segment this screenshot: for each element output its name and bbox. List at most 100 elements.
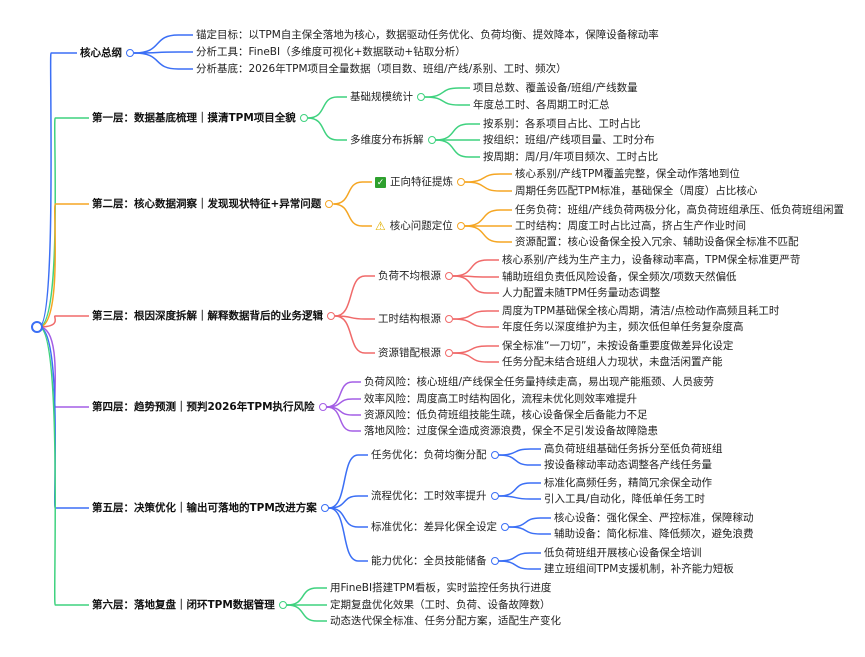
connector-line xyxy=(328,454,368,509)
sub-node-label: 负荷不均根源 xyxy=(378,270,441,282)
connector-line xyxy=(334,315,375,354)
leaf-node[interactable]: 资源配置：核心设备保全投入冗余、辅助设备保全标准不匹配 xyxy=(515,236,799,248)
connector-line xyxy=(38,117,89,328)
collapse-toggle[interactable] xyxy=(427,136,436,144)
leaf-node[interactable]: 定期复盘优化效果（工时、负荷、设备故障数） xyxy=(330,599,551,611)
sub-node[interactable]: ⚠核心问题定位 xyxy=(375,219,465,233)
connector-line xyxy=(452,318,499,328)
leaf-node[interactable]: 资源风险：低负荷班组技能生疏，核心设备保全后备能力不足 xyxy=(364,409,648,421)
collapse-toggle[interactable] xyxy=(318,403,327,411)
leaf-node[interactable]: 动态迭代保全标准、任务分配方案，适配生产变化 xyxy=(330,615,561,627)
sub-node[interactable]: 多维度分布拆解 xyxy=(350,133,436,147)
connector-line xyxy=(38,326,89,509)
branch-core-summary[interactable]: 核心总纲 xyxy=(80,46,134,60)
connector-line xyxy=(333,203,372,227)
connector-line xyxy=(334,275,375,317)
branch-layer-5[interactable]: 第五层：决策优化｜输出可落地的TPM改进方案 xyxy=(92,501,329,515)
leaf-node[interactable]: 核心设备：强化保全、严控标准，保障稼动 xyxy=(554,512,754,524)
leaf-node[interactable]: 负荷风险：核心班组/产线保全任务量持续走高，易出现产能瓶颈、人员疲劳 xyxy=(364,376,715,388)
collapse-toggle[interactable] xyxy=(445,272,453,280)
connector-line xyxy=(498,448,541,456)
leaf-node[interactable]: 高负荷班组基础任务拆分至低负荷班组 xyxy=(544,443,723,455)
collapse-toggle[interactable] xyxy=(445,315,453,323)
connector-line xyxy=(452,310,499,320)
collapse-toggle[interactable] xyxy=(457,178,465,186)
leaf-node[interactable]: 按周期：周/月/年项目频次、工时占比 xyxy=(483,151,659,163)
sub-node[interactable]: 基础规模统计 xyxy=(350,90,425,104)
collapse-toggle[interactable] xyxy=(490,451,499,459)
leaf-node[interactable]: 落地风险：过度保全造成资源浪费，保全不足引发设备故障隐患 xyxy=(364,425,658,437)
connector-line xyxy=(498,454,541,466)
root-node[interactable] xyxy=(31,321,43,333)
sub-node[interactable]: 流程优化：工时效率提升 xyxy=(371,489,499,503)
leaf-node[interactable]: 按设备稼动率动态调整各产线任务量 xyxy=(544,459,712,471)
sub-node-label: 资源错配根源 xyxy=(378,347,441,359)
branch-label: 第一层：数据基底梳理｜摸清TPM项目全貌 xyxy=(92,112,296,124)
sub-node[interactable]: 工时结构根源 xyxy=(378,312,453,326)
leaf-node[interactable]: 辅助班组负责低风险设备，保全频次/项数天然偏低 xyxy=(502,271,737,283)
leaf-node[interactable]: 分析基底：2026年TPM项目全量数据（项目数、班组/产线/系别、工时、频次） xyxy=(196,63,567,75)
connector-line xyxy=(334,315,375,320)
leaf-node[interactable]: 按系别：各系项目占比、工时占比 xyxy=(483,118,641,130)
branch-label: 核心总纲 xyxy=(80,47,122,59)
collapse-toggle[interactable] xyxy=(325,200,334,208)
leaf-node[interactable]: 用FineBI搭建TPM看板，实时监控任务执行进度 xyxy=(330,582,552,594)
connector-line xyxy=(333,181,372,205)
collapse-toggle[interactable] xyxy=(299,114,308,122)
connector-line xyxy=(464,225,512,243)
leaf-node[interactable]: 周期任务匹配TPM标准，基础保全（周度）占比核心 xyxy=(515,185,758,197)
collapse-toggle[interactable] xyxy=(501,523,509,531)
leaf-node[interactable]: 低负荷班组开展核心设备保全培训 xyxy=(544,547,702,559)
collapse-toggle[interactable] xyxy=(445,349,453,357)
leaf-node[interactable]: 任务负荷：班组/产线负荷两极分化，高负荷班组承压、低负荷班组闲置 xyxy=(515,204,845,216)
connector-line xyxy=(452,352,499,363)
leaf-node[interactable]: 核心系别/产线TPM覆盖完整，保全动作落地到位 xyxy=(515,168,740,180)
collapse-toggle[interactable] xyxy=(490,492,499,500)
leaf-node[interactable]: 锚定目标：以TPM自主保全落地为核心，数据驱动任务优化、负荷均衡、提效降本，保障… xyxy=(196,29,659,41)
leaf-node[interactable]: 项目总数、覆盖设备/班组/产线数量 xyxy=(473,82,638,94)
collapse-toggle[interactable] xyxy=(327,312,335,320)
leaf-node[interactable]: 年度总工时、各周期工时汇总 xyxy=(473,99,610,111)
collapse-toggle[interactable] xyxy=(278,601,287,609)
sub-node[interactable]: ✓正向特征提炼 xyxy=(375,175,465,189)
collapse-toggle[interactable] xyxy=(126,49,134,57)
sub-node[interactable]: 资源错配根源 xyxy=(378,346,453,360)
leaf-node[interactable]: 标准化高频任务，精简冗余保全动作 xyxy=(544,477,712,489)
branch-layer-1[interactable]: 第一层：数据基底梳理｜摸清TPM项目全貌 xyxy=(92,111,308,125)
branch-layer-4[interactable]: 第四层：趋势预测｜预判2026年TPM执行风险 xyxy=(92,400,327,414)
leaf-node[interactable]: 任务分配未结合班组人力现状，未盘活闲置产能 xyxy=(502,356,723,368)
leaf-node[interactable]: 年度任务以深度维护为主，频次低但单任务复杂度高 xyxy=(502,321,744,333)
leaf-node[interactable]: 按组织：班组/产线项目量、工时分布 xyxy=(483,134,655,146)
connector-line xyxy=(326,381,361,408)
branch-layer-3[interactable]: 第三层：根因深度拆解｜解释数据背后的业务逻辑 xyxy=(92,309,335,323)
leaf-node[interactable]: 保全标准“一刀切”，未按设备重要度做差异化设定 xyxy=(502,340,734,352)
sub-node[interactable]: 任务优化：负荷均衡分配 xyxy=(371,448,499,462)
connector-line xyxy=(328,495,368,509)
leaf-node[interactable]: 引入工具/自动化，降低单任务工时 xyxy=(544,493,706,505)
collapse-toggle[interactable] xyxy=(456,222,465,230)
connector-line xyxy=(424,96,470,106)
sub-node-label: 标准优化：差异化保全设定 xyxy=(371,521,497,533)
warning-icon: ⚠ xyxy=(375,219,386,233)
connector-line xyxy=(498,495,541,500)
collapse-toggle[interactable] xyxy=(490,557,499,565)
collapse-toggle[interactable] xyxy=(320,504,329,512)
leaf-node[interactable]: 效率风险：周度高工时结构固化，流程未优化则效率难提升 xyxy=(364,393,637,405)
connector-line xyxy=(435,123,480,141)
collapse-toggle[interactable] xyxy=(417,93,425,101)
sub-node[interactable]: 能力优化：全员技能储备 xyxy=(371,554,499,568)
leaf-node[interactable]: 工时结构：周度工时占比过高，挤占生产作业时间 xyxy=(515,220,746,232)
leaf-node[interactable]: 分析工具：FineBI（多维度可视化+数据联动+钻取分析） xyxy=(196,46,466,58)
connector-line xyxy=(133,52,193,70)
leaf-node[interactable]: 建立班组间TPM支援机制，补齐能力短板 xyxy=(544,563,734,575)
leaf-node[interactable]: 人力配置未随TPM任务量动态调整 xyxy=(502,287,661,299)
sub-node[interactable]: 标准优化：差异化保全设定 xyxy=(371,520,509,534)
sub-node[interactable]: 负荷不均根源 xyxy=(378,269,453,283)
leaf-node[interactable]: 核心系别/产线为生产主力，设备稼动率高，TPM保全标准更严苛 xyxy=(502,254,801,266)
branch-layer-2[interactable]: 第二层：核心数据洞察｜发现现状特征+异常问题 xyxy=(92,197,334,211)
branch-layer-6[interactable]: 第六层：落地复盘｜闭环TPM数据管理 xyxy=(92,598,287,612)
leaf-node[interactable]: 周度为TPM基础保全核心周期，清洁/点检动作高频且耗工时 xyxy=(502,305,780,317)
leaf-node[interactable]: 辅助设备：简化标准、降低频次，避免浪费 xyxy=(554,528,754,540)
connector-line xyxy=(498,552,541,562)
connector-line xyxy=(307,96,347,119)
